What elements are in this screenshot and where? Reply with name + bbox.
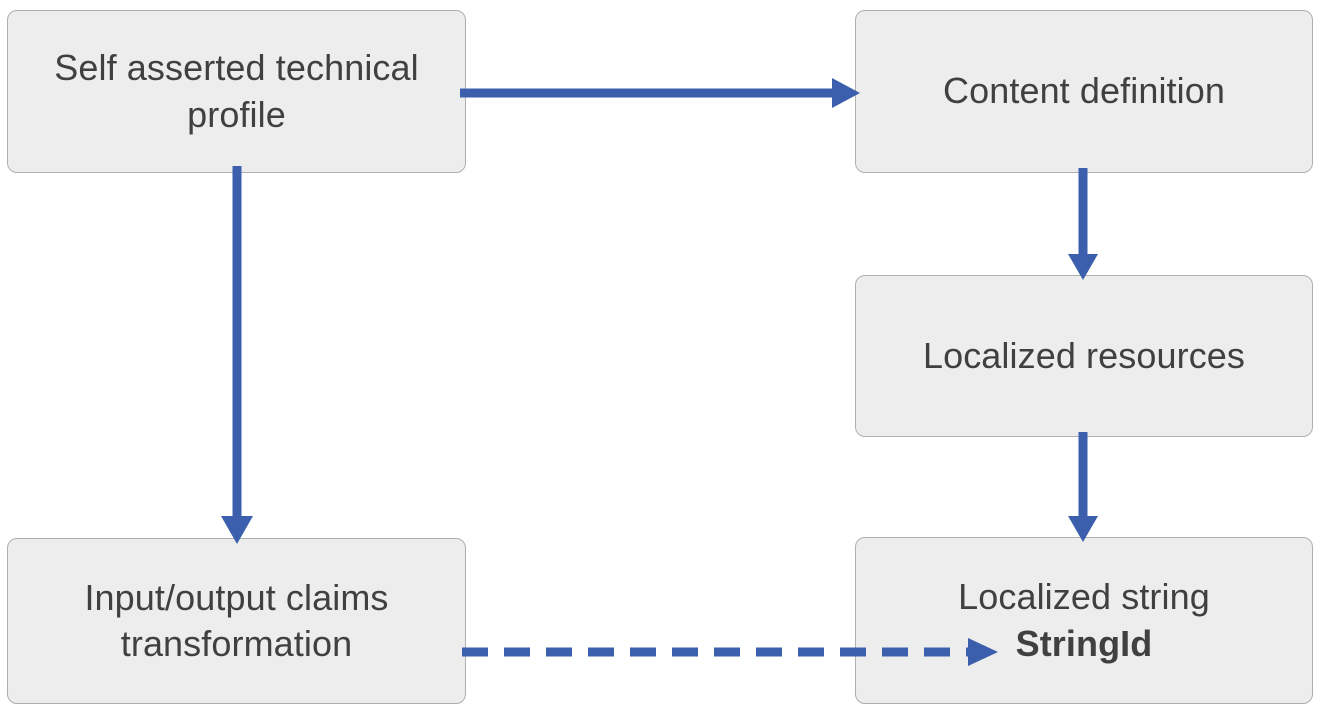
node-label-line2: profile [187, 93, 286, 135]
connector-localized-resources-to-localized-string [1060, 432, 1106, 544]
node-self-asserted-technical-profile[interactable]: Self asserted technical profile [7, 10, 466, 173]
connector-claims-transformation-to-stringid [462, 632, 1006, 672]
node-label: Self asserted technical profile [26, 45, 447, 137]
node-label: Localized resources [874, 333, 1294, 379]
node-label: Content definition [874, 68, 1294, 114]
node-label-line1: Localized string [958, 576, 1210, 618]
node-input-output-claims-transformation[interactable]: Input/output claims transformation [7, 538, 466, 704]
node-label-line1: Self asserted technical [54, 47, 419, 89]
connector-content-definition-to-localized-resources [1060, 168, 1106, 282]
node-content-definition[interactable]: Content definition [855, 10, 1313, 173]
node-label-line1: Content definition [943, 70, 1225, 112]
node-label-line1: Input/output claims [84, 576, 389, 618]
node-label-line2: transformation [120, 623, 353, 664]
node-localized-resources[interactable]: Localized resources [855, 275, 1313, 437]
node-localized-string[interactable]: Localized string StringId [855, 537, 1313, 704]
node-label-stringid: StringId [1015, 622, 1153, 664]
node-label: Localized string StringId [874, 574, 1294, 666]
node-label: Input/output claims transformation [26, 575, 447, 667]
connector-profile-to-content-definition [460, 70, 864, 116]
connector-profile-to-claims-transformation [214, 166, 260, 546]
node-label-line1: Localized resources [922, 334, 1246, 376]
